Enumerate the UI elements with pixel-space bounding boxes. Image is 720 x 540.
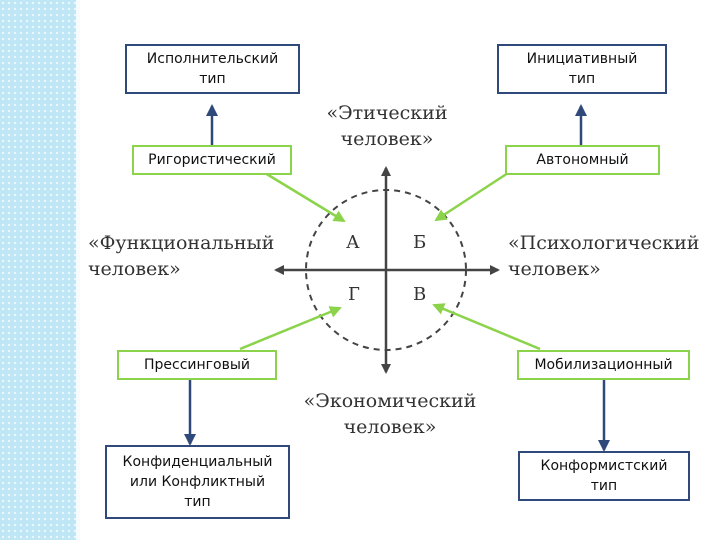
box-conformist-type: Конформистский тип — [518, 451, 690, 501]
box-pressing: Прессинговый — [117, 350, 277, 380]
green-arrow-auto — [434, 171, 509, 222]
quadrant-v: В — [413, 284, 427, 305]
quadrant-g: Г — [348, 284, 360, 305]
green-arrow-mobil — [432, 303, 541, 351]
axis-label-right: «Психологический человек» — [508, 232, 700, 280]
box-confidential-type: Конфиденциальный или Конфликтный тип — [105, 445, 290, 519]
axis-label-bottom: «Экономический человек» — [303, 390, 477, 438]
axis-label-left: «Функциональный человек» — [88, 232, 275, 280]
box-executive-type: Исполнительский тип — [125, 44, 300, 94]
green-arrow-press — [239, 306, 342, 351]
box-autonomous: Автономный — [505, 145, 660, 175]
box-rigoristic: Ригористический — [132, 145, 292, 175]
axis-label-top: «Этический человек» — [326, 102, 448, 150]
box-mobilization: Мобилизационный — [517, 350, 690, 380]
box-initiative-type: Инициативный тип — [497, 44, 667, 94]
quadrant-b: Б — [413, 232, 427, 253]
quadrant-a: А — [346, 232, 360, 253]
green-arrow-rigor — [264, 171, 346, 223]
decorative-side-strip — [0, 0, 80, 540]
